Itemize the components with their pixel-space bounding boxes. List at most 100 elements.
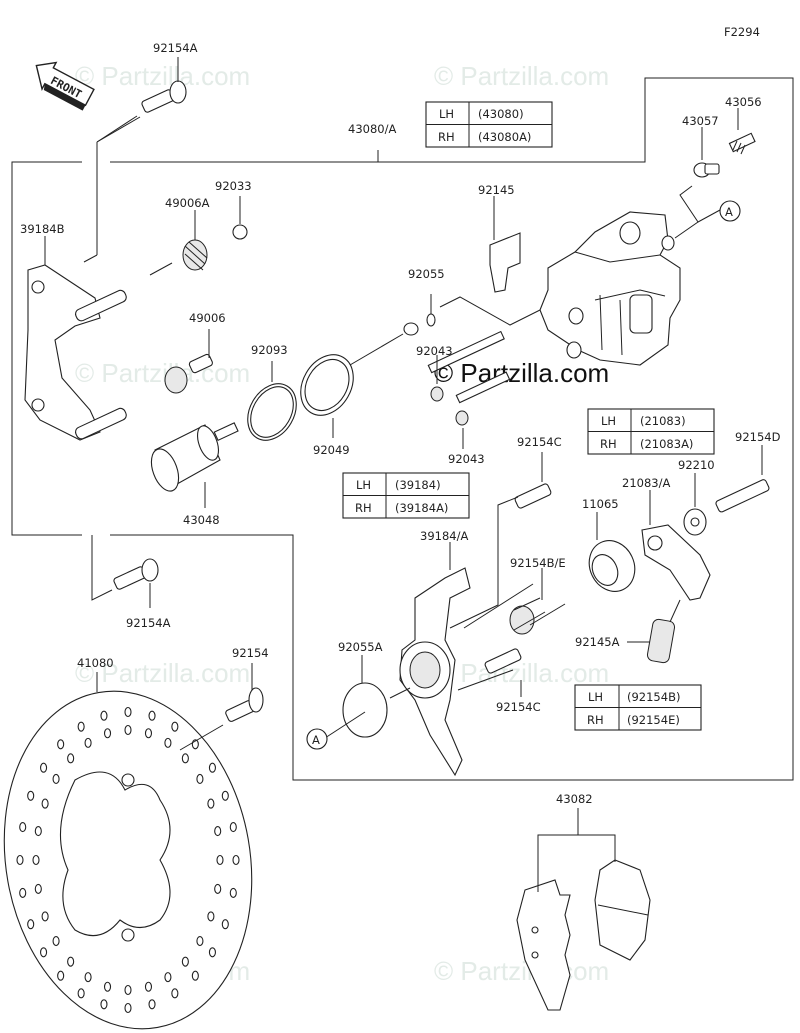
part-label[interactable]: 92154A — [126, 616, 171, 630]
part-label[interactable]: 92210 — [678, 458, 715, 472]
boot-49006A — [182, 239, 208, 271]
disc-hole — [84, 737, 92, 748]
svg-text:(21083A): (21083A) — [640, 437, 693, 451]
part-label[interactable]: 92154C — [496, 700, 541, 714]
part-label[interactable]: 92049 — [313, 443, 350, 457]
slide-pin — [455, 371, 511, 426]
boot-49006 — [164, 353, 213, 394]
disc-hole — [103, 981, 112, 992]
svg-text:LH: LH — [601, 414, 616, 428]
part-label[interactable]: 92043 — [416, 344, 453, 358]
part-label[interactable]: 39184B — [20, 222, 65, 236]
disc-hole — [207, 911, 215, 922]
disc-hole — [124, 984, 132, 996]
disc-hole — [164, 737, 172, 748]
side-table-bracket: LH (39184) RH (39184A) — [342, 472, 470, 519]
part-label[interactable]: 43048 — [183, 513, 220, 527]
part-label[interactable]: 92033 — [215, 179, 252, 193]
disc-hole — [181, 956, 189, 967]
disc-hole — [196, 936, 204, 947]
watermark: © Partzilla.com — [75, 358, 250, 388]
disc-hole — [100, 999, 108, 1010]
part-label[interactable]: 21083/A — [622, 476, 670, 490]
seal-11065 — [588, 540, 636, 592]
assembly-outline — [11, 77, 794, 781]
part-label[interactable]: 11065 — [582, 497, 619, 511]
watermark: © Partzilla.com — [75, 61, 250, 91]
part-label[interactable]: 92154B/E — [510, 556, 566, 570]
disc-hole — [16, 854, 24, 866]
disc-hole — [67, 956, 75, 967]
disc-hole — [171, 721, 179, 732]
disc-hole — [103, 728, 112, 739]
side-table-lever: LH (21083) RH (21083A) — [587, 408, 715, 455]
svg-text:RH: RH — [438, 130, 455, 144]
watermark: © Partzilla.com — [434, 61, 609, 91]
part-label[interactable]: 43080/A — [348, 122, 396, 136]
part-label[interactable]: 41080 — [77, 656, 114, 670]
part-label[interactable]: 92154 — [232, 646, 269, 660]
disc-hole — [221, 790, 229, 801]
piston — [150, 422, 239, 492]
disc-hole — [216, 854, 224, 866]
svg-text:(92154E): (92154E) — [627, 713, 680, 727]
part-label[interactable]: 39184/A — [420, 529, 468, 543]
disc-hole — [124, 706, 132, 718]
svg-text:RH: RH — [587, 713, 604, 727]
part-label[interactable]: 92145 — [478, 183, 515, 197]
disc-hole — [32, 854, 40, 866]
disc-hole — [41, 911, 49, 922]
part-label[interactable]: 92154D — [735, 430, 781, 444]
part-label[interactable]: 92043 — [448, 452, 485, 466]
washer-92055 — [403, 322, 419, 336]
caliper-bracket — [24, 264, 127, 441]
svg-text:LH: LH — [588, 690, 603, 704]
side-table-caliper: LH (43080) RH (43080A) — [425, 101, 553, 148]
disc-hole — [41, 798, 49, 809]
disc-hole — [34, 883, 42, 894]
svg-text:RH: RH — [600, 437, 617, 451]
caliper-body — [539, 211, 681, 366]
brake-pad-right — [594, 859, 651, 961]
part-label[interactable]: 92154C — [517, 435, 562, 449]
part-label[interactable]: 43082 — [556, 792, 593, 806]
disc-hole — [40, 947, 48, 958]
bolt-92154A-bottom — [113, 558, 159, 590]
part-label[interactable]: 43056 — [725, 95, 762, 109]
adjuster-92154BE — [509, 597, 546, 635]
part-label[interactable]: 92145A — [575, 635, 620, 649]
part-label[interactable]: 92055 — [408, 267, 445, 281]
disc-hole — [34, 826, 42, 837]
watermark: © Partzilla.com — [75, 658, 250, 688]
figure-id: F2294 — [724, 25, 760, 39]
part-label[interactable]: 43057 — [682, 114, 719, 128]
disc-hole — [52, 773, 60, 784]
svg-text:(43080): (43080) — [478, 107, 524, 121]
bolt-92154C-top — [514, 483, 552, 509]
pad-spring — [489, 232, 521, 293]
disc-hole — [171, 988, 179, 999]
disc-hole — [229, 822, 237, 833]
front-arrow-icon: FRONT — [35, 61, 95, 111]
disc-hole — [148, 710, 156, 721]
side-table-bolt: LH (92154B) RH (92154E) — [574, 684, 702, 731]
disc-hole — [164, 972, 172, 983]
disc-hole — [57, 739, 65, 750]
svg-text:(21083): (21083) — [640, 414, 686, 428]
part-label[interactable]: 92154A — [153, 41, 198, 55]
svg-text:(92154B): (92154B) — [627, 690, 680, 704]
part-label[interactable]: 92093 — [251, 343, 288, 357]
disc-hole — [100, 710, 108, 721]
svg-text:A: A — [312, 733, 320, 747]
part-label[interactable]: 49006 — [189, 311, 226, 325]
disc-hole — [221, 919, 229, 930]
disc-hole — [207, 798, 215, 809]
bolt-92154C-bottom — [484, 648, 522, 674]
part-label[interactable]: 49006A — [165, 196, 210, 210]
part-label[interactable]: 92055A — [338, 640, 383, 654]
brake-pad-left — [516, 879, 571, 1011]
disc-hole — [214, 883, 222, 894]
watermark: © Partzilla.com — [434, 956, 609, 986]
